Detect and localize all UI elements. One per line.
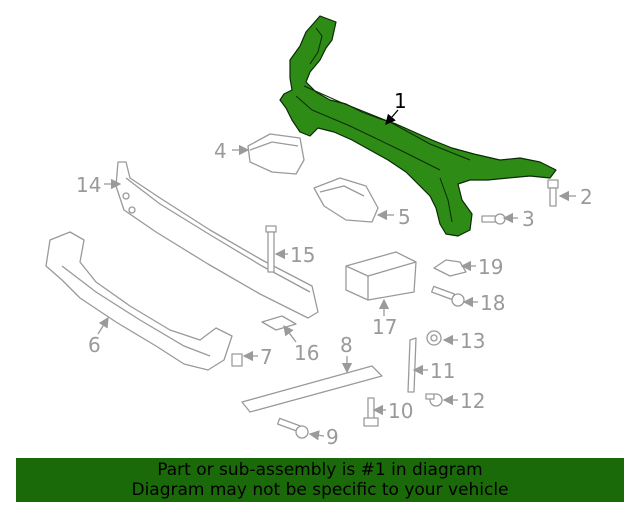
part-6-lower-bracket[interactable]: [45, 231, 233, 371]
callout-17: 17: [372, 315, 397, 339]
callout-10: 10: [388, 399, 413, 423]
callout-8: 8: [340, 333, 353, 357]
part-16-clip[interactable]: [261, 315, 297, 331]
callout-1: 1: [394, 89, 407, 113]
part-12-bolt[interactable]: [425, 393, 443, 407]
part-8-strip[interactable]: [241, 365, 383, 413]
callout-19: 19: [478, 255, 503, 279]
callout-6: 6: [88, 333, 101, 357]
callout-16: 16: [294, 341, 319, 365]
part-11-strip[interactable]: [407, 337, 417, 393]
part-2-bolt[interactable]: [547, 179, 559, 207]
callout-7: 7: [260, 345, 273, 369]
disclaimer-banner: Part or sub-assembly is #1 in diagram Di…: [16, 458, 624, 502]
callout-15: 15: [290, 243, 315, 267]
callout-9: 9: [326, 425, 339, 449]
callout-4: 4: [214, 139, 227, 163]
part-10-bolt[interactable]: [363, 397, 379, 427]
part-15-bolt[interactable]: [265, 225, 277, 273]
part-9-bolt[interactable]: [276, 417, 309, 439]
callout-18: 18: [480, 291, 505, 315]
parts-diagram: 1 2 3 4 5 6 7 8 9 10 11 12 13 14 15 16 1…: [45, 15, 593, 449]
part-18-bolt[interactable]: [430, 285, 465, 307]
callout-2: 2: [580, 185, 593, 209]
callout-13: 13: [460, 329, 485, 353]
callout-12: 12: [460, 389, 485, 413]
part-19-clip[interactable]: [433, 259, 467, 277]
part-13-nut[interactable]: [426, 330, 442, 346]
part-17-absorber[interactable]: [345, 251, 417, 301]
part-3-bolt[interactable]: [481, 213, 506, 225]
part-7-nut[interactable]: [231, 353, 243, 367]
part-5-bracket[interactable]: [313, 177, 379, 223]
part-4-deflector[interactable]: [247, 133, 305, 175]
part-1-radiator-support[interactable]: [279, 15, 557, 237]
callout-5: 5: [398, 205, 411, 229]
callout-14: 14: [76, 173, 101, 197]
part-14-reinforcement[interactable]: [115, 161, 319, 319]
callout-11: 11: [430, 359, 455, 383]
banner-line-1: Part or sub-assembly is #1 in diagram: [157, 460, 483, 480]
callout-3: 3: [522, 207, 535, 231]
banner-line-2: Diagram may not be specific to your vehi…: [131, 480, 509, 500]
